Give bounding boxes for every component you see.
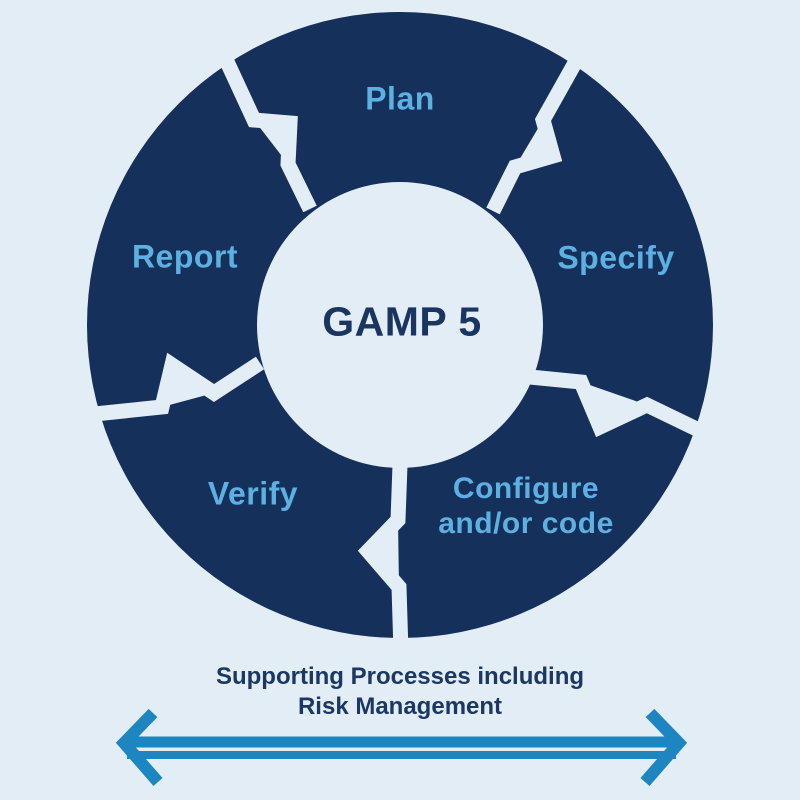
notch-specify <box>515 120 553 167</box>
segment-label-configure-line2: and/or code <box>438 507 614 540</box>
center-label-gamp5: GAMP 5 <box>322 298 482 345</box>
segment-label-specify: Specify <box>557 239 675 276</box>
segment-label-configure-line1: Configure <box>452 472 600 505</box>
double-headed-arrow <box>115 708 688 786</box>
cycle-ring <box>87 12 713 638</box>
arrow-head-right <box>640 708 688 786</box>
caption-line2: Risk Management <box>297 693 503 720</box>
segment-label-report: Report <box>131 238 239 275</box>
segment-label-verify: Verify <box>207 475 299 512</box>
notch-report <box>162 365 214 407</box>
notch-verify <box>368 520 399 587</box>
arrow-head-left <box>115 708 163 786</box>
notch-configure <box>581 382 647 427</box>
segment-label-configure: Configure and/or code <box>438 471 614 541</box>
caption-line1: Supporting Processes including <box>215 663 585 690</box>
supporting-processes-caption: Supporting Processes including Risk Mana… <box>216 662 584 722</box>
notch-plan <box>254 120 290 164</box>
segment-label-plan: Plan <box>365 80 435 117</box>
